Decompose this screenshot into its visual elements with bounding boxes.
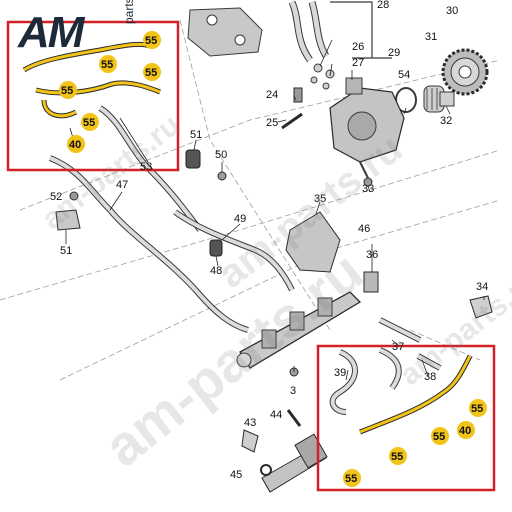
label-52: 52 <box>50 191 62 203</box>
label-49: 49 <box>234 213 246 225</box>
clamp-45 <box>260 464 272 476</box>
marker-55: 55 <box>145 67 157 79</box>
label-34: 34 <box>476 281 488 293</box>
clip-25 <box>281 112 303 130</box>
label-39: 39 <box>334 367 346 379</box>
label-31: 31 <box>425 31 437 43</box>
grommet-51-top <box>185 149 201 169</box>
label-35: 35 <box>314 193 326 205</box>
label-24: 24 <box>266 89 278 101</box>
label-32: 32 <box>440 115 452 127</box>
return-pipe-47 <box>48 155 249 333</box>
highlight-box-lower <box>316 344 496 492</box>
marker-40: 40 <box>459 425 471 437</box>
label-36: 36 <box>366 249 378 261</box>
grommet-48 <box>209 239 223 257</box>
fittings-26-27 <box>310 63 335 90</box>
marker-55: 55 <box>433 431 445 443</box>
fuel-rail-46 <box>236 291 362 369</box>
am-parts-logo: AM parts <box>18 0 138 57</box>
mount-bracket-top <box>187 7 263 57</box>
pipe-49 <box>173 209 295 292</box>
logo-main-text: AM <box>18 8 84 57</box>
label-25: 25 <box>266 117 278 129</box>
marker-55: 55 <box>345 473 357 485</box>
label-33: 33 <box>362 183 374 195</box>
label-30: 30 <box>446 5 458 17</box>
label-50: 50 <box>215 149 227 161</box>
label-3: 3 <box>290 385 296 397</box>
bolt-52 <box>69 191 79 201</box>
label-38: 38 <box>424 371 436 383</box>
nut-32 <box>439 91 455 107</box>
label-53: 53 <box>140 161 152 173</box>
leak-off-hose-upper <box>22 41 161 119</box>
marker-55: 55 <box>61 85 73 97</box>
highlight-box-upper <box>6 20 180 172</box>
label-47: 47 <box>116 179 128 191</box>
pressure-sensor-36 <box>363 271 379 293</box>
clamp-34 <box>469 295 493 319</box>
bracket-51 <box>55 209 81 231</box>
marker-40: 40 <box>69 139 81 151</box>
marker-55: 55 <box>101 59 113 71</box>
label-37: 37 <box>392 341 404 353</box>
label-51-top: 51 <box>190 129 202 141</box>
marker-55: 55 <box>471 403 483 415</box>
claw-43 <box>241 429 259 453</box>
bolt-50 <box>217 171 227 181</box>
sprocket-30 <box>441 48 489 96</box>
bracket-35 <box>285 211 341 273</box>
callout-markers: 55 55 55 55 55 40 55 40 55 55 55 <box>59 31 487 487</box>
sensor-24 <box>293 87 303 103</box>
marker-55: 55 <box>145 35 157 47</box>
label-26: 26 <box>352 41 364 53</box>
label-43: 43 <box>244 417 256 429</box>
injector-pipes-37-39 <box>329 317 442 415</box>
bolt-44 <box>286 409 302 427</box>
label-54: 54 <box>398 69 410 81</box>
pipe-28 <box>288 0 392 63</box>
label-46: 46 <box>358 223 370 235</box>
marker-55: 55 <box>83 117 95 129</box>
label-28: 28 <box>377 0 389 11</box>
label-44: 44 <box>270 409 282 421</box>
label-45: 45 <box>230 469 242 481</box>
label-48: 48 <box>210 265 222 277</box>
high-pressure-pump <box>329 77 405 179</box>
leak-off-hose-lower <box>359 354 473 435</box>
logo-sub-text: parts <box>122 0 136 24</box>
label-29: 29 <box>388 47 400 59</box>
marker-55: 55 <box>391 451 403 463</box>
label-51: 51 <box>60 245 72 257</box>
label-27: 27 <box>352 57 364 69</box>
